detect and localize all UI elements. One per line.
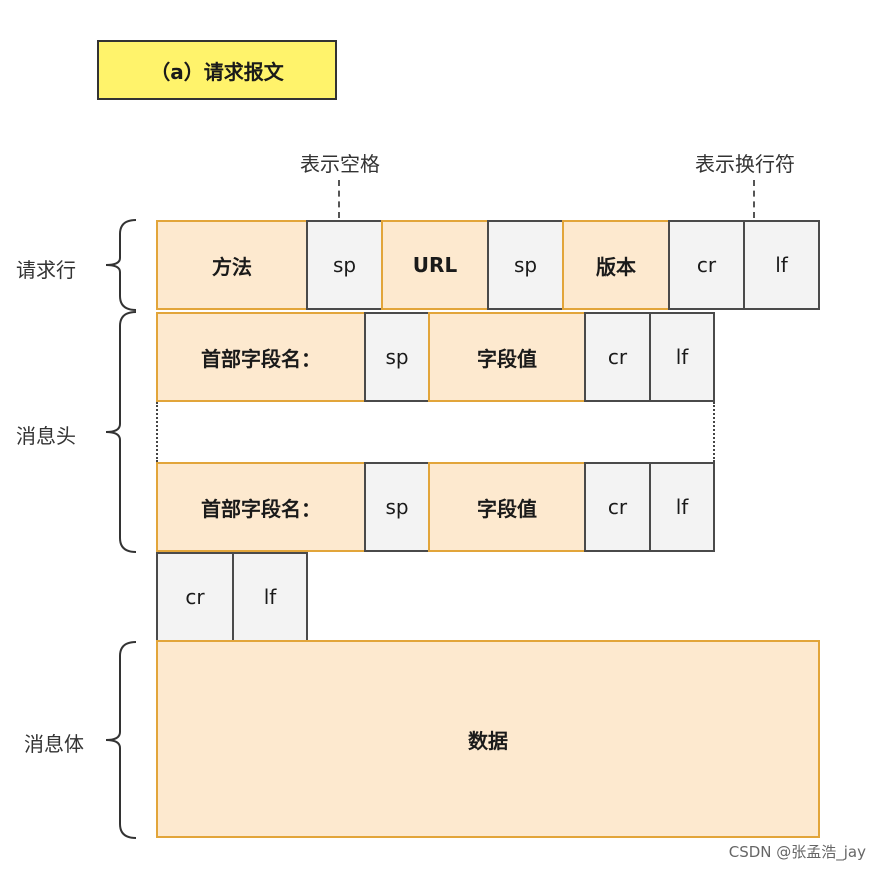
continuation-dots-left bbox=[156, 402, 158, 462]
body-brace bbox=[105, 641, 137, 839]
cr-cell: cr bbox=[156, 552, 234, 642]
lf-cell: lf bbox=[232, 552, 308, 642]
request-line-brace bbox=[105, 219, 137, 311]
header-brace bbox=[105, 311, 137, 553]
header-field-name-cell: 首部字段名： bbox=[156, 312, 366, 402]
header-field-value-cell: 字段值 bbox=[428, 312, 586, 402]
body-data-cell: 数据 bbox=[156, 640, 820, 838]
lf-cell: lf bbox=[743, 220, 820, 310]
diagram-title: （a）请求报文 bbox=[97, 40, 337, 100]
version-cell: 版本 bbox=[562, 220, 670, 310]
section-label-request-line: 请求行 bbox=[16, 258, 76, 282]
lf-cell: lf bbox=[649, 462, 715, 552]
annotation-newline-pointer bbox=[753, 180, 755, 218]
header-field-value-cell: 字段值 bbox=[428, 462, 586, 552]
url-cell: URL bbox=[381, 220, 489, 310]
section-label-header: 消息头 bbox=[16, 424, 76, 448]
annotation-space: 表示空格 bbox=[300, 152, 380, 176]
sp-cell: sp bbox=[364, 462, 430, 552]
section-label-body: 消息体 bbox=[24, 732, 84, 756]
continuation-dots-right bbox=[713, 402, 715, 462]
watermark: CSDN @张孟浩_jay bbox=[728, 843, 866, 861]
annotation-newline: 表示换行符 bbox=[695, 152, 795, 176]
cr-cell: cr bbox=[668, 220, 745, 310]
method-cell: 方法 bbox=[156, 220, 308, 310]
sp-cell: sp bbox=[306, 220, 383, 310]
cr-cell: cr bbox=[584, 312, 651, 402]
annotation-space-pointer bbox=[338, 180, 340, 218]
cr-cell: cr bbox=[584, 462, 651, 552]
sp-cell: sp bbox=[364, 312, 430, 402]
lf-cell: lf bbox=[649, 312, 715, 402]
sp-cell: sp bbox=[487, 220, 564, 310]
header-field-name-cell: 首部字段名： bbox=[156, 462, 366, 552]
